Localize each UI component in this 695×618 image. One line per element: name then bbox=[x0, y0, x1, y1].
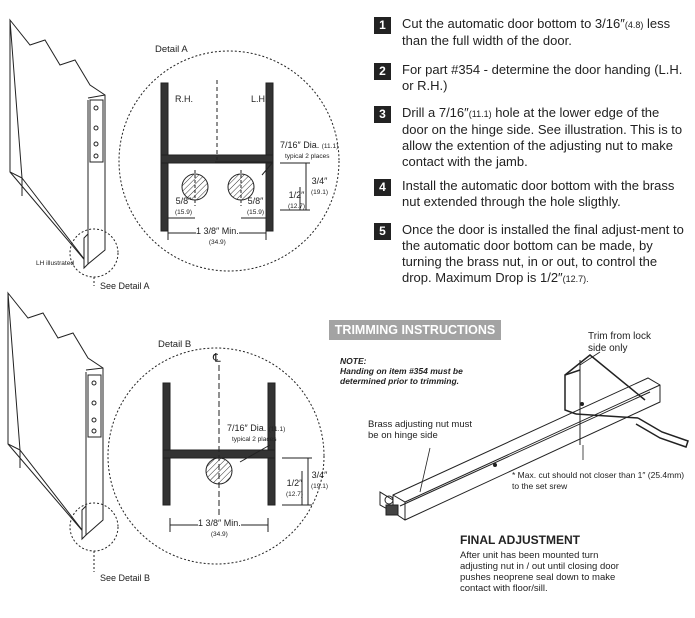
step-text-3: Drill a 7/16″ bbox=[402, 105, 469, 120]
step-3: 3 Drill a 7/16″(11.1) hole at the lower … bbox=[374, 105, 686, 170]
detail-a-dia-mm: (11.1) bbox=[321, 143, 339, 150]
step-number-5: 5 bbox=[374, 223, 391, 240]
detail-a-right-58-value: 5/8″ bbox=[247, 196, 264, 206]
trimming-note: NOTE: Handing on item #354 must be deter… bbox=[340, 356, 505, 386]
detail-a-half: 1/2″ (12.7) bbox=[288, 190, 305, 212]
door-bottom-drawing bbox=[379, 377, 661, 521]
door-b-drawing bbox=[7, 291, 104, 541]
step-text-1: Cut the automatic door bottom to 3/16″ bbox=[402, 16, 625, 31]
detail-a-lh-label: L.H. bbox=[251, 94, 268, 104]
detail-b-half: 1/2″ (12.7) bbox=[286, 478, 303, 500]
detail-b-half-mm: (12.7) bbox=[286, 491, 303, 498]
detail-a-left-58-value: 5/8″ bbox=[175, 196, 192, 206]
detail-b-threeq: 3/4″ (19.1) bbox=[311, 470, 328, 492]
detail-a-min-mm: (34.9) bbox=[208, 239, 226, 246]
step-text-4: Install the automatic door bottom with t… bbox=[402, 178, 675, 209]
detail-b-min: 1 3/8″ Min. (34.9) bbox=[198, 518, 241, 540]
callout-circle-a bbox=[69, 228, 119, 278]
detail-b-dia-value: 7/16″ Dia. bbox=[227, 423, 267, 433]
final-adjustment-body: After unit has been mounted turn adjusti… bbox=[460, 550, 619, 594]
step-text-3b: hole at the lower edge of the door on th… bbox=[402, 105, 683, 169]
detail-b-title: Detail B bbox=[158, 339, 192, 350]
step-text-1b: less than the full width of the door. bbox=[402, 16, 671, 48]
see-detail-b-label: See Detail B bbox=[100, 573, 151, 583]
detail-b-section bbox=[162, 365, 312, 532]
detail-b-dia-mm: (11.1) bbox=[268, 426, 286, 433]
step-number-1: 1 bbox=[374, 17, 391, 34]
detail-a-half-mm: (12.7) bbox=[288, 203, 305, 210]
detail-a-typical: typical 2 places bbox=[285, 153, 330, 160]
step-metric-1: (4.8) bbox=[624, 20, 644, 30]
trimming-note-body: Handing on item #354 must be determined … bbox=[340, 366, 463, 386]
detail-a-title: Detail A bbox=[155, 44, 188, 55]
detail-a-left-58: 5/8″ (15.9) bbox=[175, 196, 192, 218]
detail-a-right-58: 5/8″ (15.9) bbox=[247, 196, 264, 218]
detail-a-section bbox=[160, 80, 310, 240]
detail-a-threeq: 3/4″ (19.1) bbox=[311, 176, 328, 198]
step-number-2: 2 bbox=[374, 63, 391, 80]
step-metric-5: (12.7). bbox=[562, 274, 589, 284]
detail-b-min-value: 1 3/8″ Min. bbox=[198, 518, 241, 528]
detail-b-min-mm: (34.9) bbox=[210, 531, 228, 538]
callout-circle-b bbox=[69, 502, 119, 552]
step-text-2: For part #354 - determine the door handi… bbox=[402, 62, 683, 93]
detail-a-left-58-mm: (15.9) bbox=[175, 209, 192, 216]
brass-nut-label: Brass adjusting nut must be on hinge sid… bbox=[368, 419, 473, 441]
step-number-4: 4 bbox=[374, 179, 391, 196]
detail-b-half-value: 1/2″ bbox=[286, 478, 303, 488]
detail-a-min: 1 3/8″ Min. (34.9) bbox=[196, 226, 239, 248]
max-cut-label: * Max. cut should not closer than 1″ (25… bbox=[512, 470, 685, 491]
detail-b-threeq-value: 3/4″ bbox=[311, 470, 328, 480]
detail-b-dia: 7/16″ Dia. (11.1) bbox=[227, 423, 285, 435]
step-5: 5 Once the door is installed the final a… bbox=[374, 222, 686, 287]
step-number-3: 3 bbox=[374, 106, 391, 123]
detail-a-right-58-mm: (15.9) bbox=[247, 209, 264, 216]
detail-a-threeq-mm: (19.1) bbox=[311, 189, 328, 196]
detail-b-typical: typical 2 places bbox=[232, 436, 277, 443]
trim-from-label: Trim from lock side only bbox=[588, 331, 651, 354]
detail-b-centerline: ℄ bbox=[213, 351, 221, 365]
step-2: 2 For part #354 - determine the door han… bbox=[374, 62, 686, 94]
detail-a-dia-value: 7/16″ Dia. bbox=[280, 140, 320, 150]
detail-a-rh-label: R.H. bbox=[175, 94, 193, 104]
detail-a-half-value: 1/2″ bbox=[288, 190, 305, 200]
detail-b-circle bbox=[107, 347, 325, 565]
see-detail-a-label: See Detail A bbox=[100, 281, 150, 291]
lh-illustrated-label: LH illustrated bbox=[36, 260, 74, 267]
detail-a-min-value: 1 3/8″ Min. bbox=[196, 226, 239, 236]
door-a-drawing bbox=[9, 18, 106, 270]
trimming-note-title: NOTE: bbox=[340, 356, 367, 366]
final-adjustment-title: FINAL ADJUSTMENT bbox=[460, 533, 580, 547]
detail-b-threeq-mm: (19.1) bbox=[311, 483, 328, 490]
step-1: 1 Cut the automatic door bottom to 3/16″… bbox=[374, 16, 686, 49]
detail-a-threeq-value: 3/4″ bbox=[311, 176, 328, 186]
trimming-instructions-header: TRIMMING INSTRUCTIONS bbox=[329, 320, 501, 340]
step-text-5: Once the door is installed the final adj… bbox=[402, 222, 684, 285]
detail-a-circle bbox=[118, 50, 340, 272]
step-4: 4 Install the automatic door bottom with… bbox=[374, 178, 686, 210]
step-metric-3: (11.1) bbox=[468, 109, 492, 119]
hacksaw-drawing bbox=[564, 354, 689, 448]
detail-a-dia: 7/16″ Dia. (11.1) bbox=[280, 140, 338, 152]
